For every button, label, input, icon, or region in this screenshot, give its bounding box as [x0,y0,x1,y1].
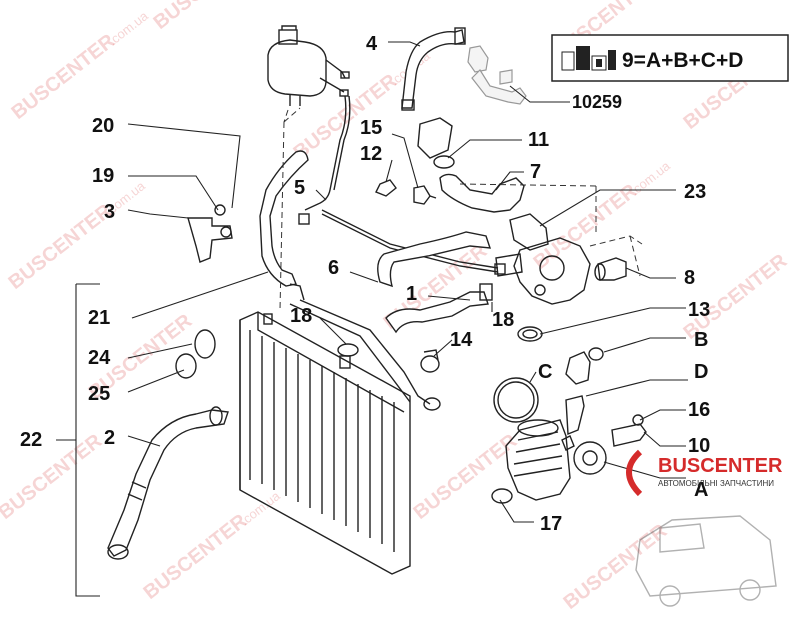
callout-7: 7 [530,161,541,183]
pipe-10259 [467,45,527,105]
callout-B: B [694,329,708,351]
callout-8: 8 [684,267,695,289]
short-hose [594,257,627,281]
callout-21: 21 [88,307,110,329]
o-rings [175,329,216,379]
hose-clamps [337,326,604,423]
thermostat-housing [495,186,643,305]
bypass-hose [377,231,492,288]
watermark-brand: BUSCENTER [0,430,107,524]
callout-13: 13 [688,299,710,321]
callout-2: 2 [104,427,115,449]
mounting-bracket [187,204,233,263]
callout-C: C [538,361,552,383]
watermark-brand: BUSCENTER [560,520,672,614]
connector-fittings [561,351,647,475]
buscenter-logo: BUSCENTER АВТОМОБІЛЬНІ ЗАПЧАСТИНИ [626,449,783,497]
callout-22: 22 [20,429,42,451]
watermark-brand: BUSCENTER [150,0,262,34]
callout-17: 17 [540,513,562,535]
callout-11: 11 [528,129,549,151]
watermark-brand: BUSCENTER [530,180,642,274]
callout-18-right: 18 [492,309,514,331]
watermark-brand: BUSCENTER [8,30,120,124]
watermark-domain: .com.ua [105,8,151,49]
callout-10259: 10259 [572,92,622,112]
expansion-tank [267,25,350,123]
watermark-brand: BUSCENTER [5,200,117,294]
callout-19: 19 [92,165,114,187]
callout-25: 25 [88,383,110,405]
logo-tagline: АВТОМОБІЛЬНІ ЗАПЧАСТИНИ [658,479,774,488]
callout-15: 15 [360,117,382,139]
kit-formula-box: 9=A+B+C+D [551,34,789,82]
radiator [239,311,411,575]
watermark-domain: .com.ua [627,158,673,199]
van-sketch [635,515,777,607]
kit-box-frame [551,34,789,82]
upper-hose-assembly [401,27,527,111]
callout-20: 20 [92,115,114,137]
kit-formula-text: 9=A+B+C+D [622,49,743,72]
callout-3: 3 [104,201,115,223]
callout-10: 10 [688,435,710,457]
lower-hose [107,406,229,560]
callout-D: D [694,361,708,383]
kit-icon [561,46,616,71]
watermark-brand: BUSCENTER [140,510,252,604]
callout-12: 12 [360,143,382,165]
callout-14: 14 [450,329,473,351]
callout-18-left: 18 [290,305,312,327]
logo-name: BUSCENTER [658,455,783,477]
outlet-hose [385,283,493,334]
watermark-domain: .com.ua [237,488,283,529]
leader-lines [56,41,688,597]
thermostat-hose-assembly [375,117,525,213]
callout-labels: 4 10259 11 7 15 12 5 23 6 8 1 18 13 18 1… [20,33,710,535]
callout-1: 1 [406,283,417,305]
callout-23: 23 [684,181,706,203]
reference-lines [279,107,641,311]
callout-24: 24 [88,347,111,369]
logo-mark [626,449,643,497]
oil-filter-housing [491,419,571,504]
callout-6: 6 [328,257,339,279]
callout-4: 4 [366,33,378,55]
callout-16: 16 [688,399,710,421]
watermark-brand: BUSCENTER [410,430,522,524]
callout-5: 5 [294,177,305,199]
callout-A: A [694,479,708,501]
main-hose [259,150,441,411]
